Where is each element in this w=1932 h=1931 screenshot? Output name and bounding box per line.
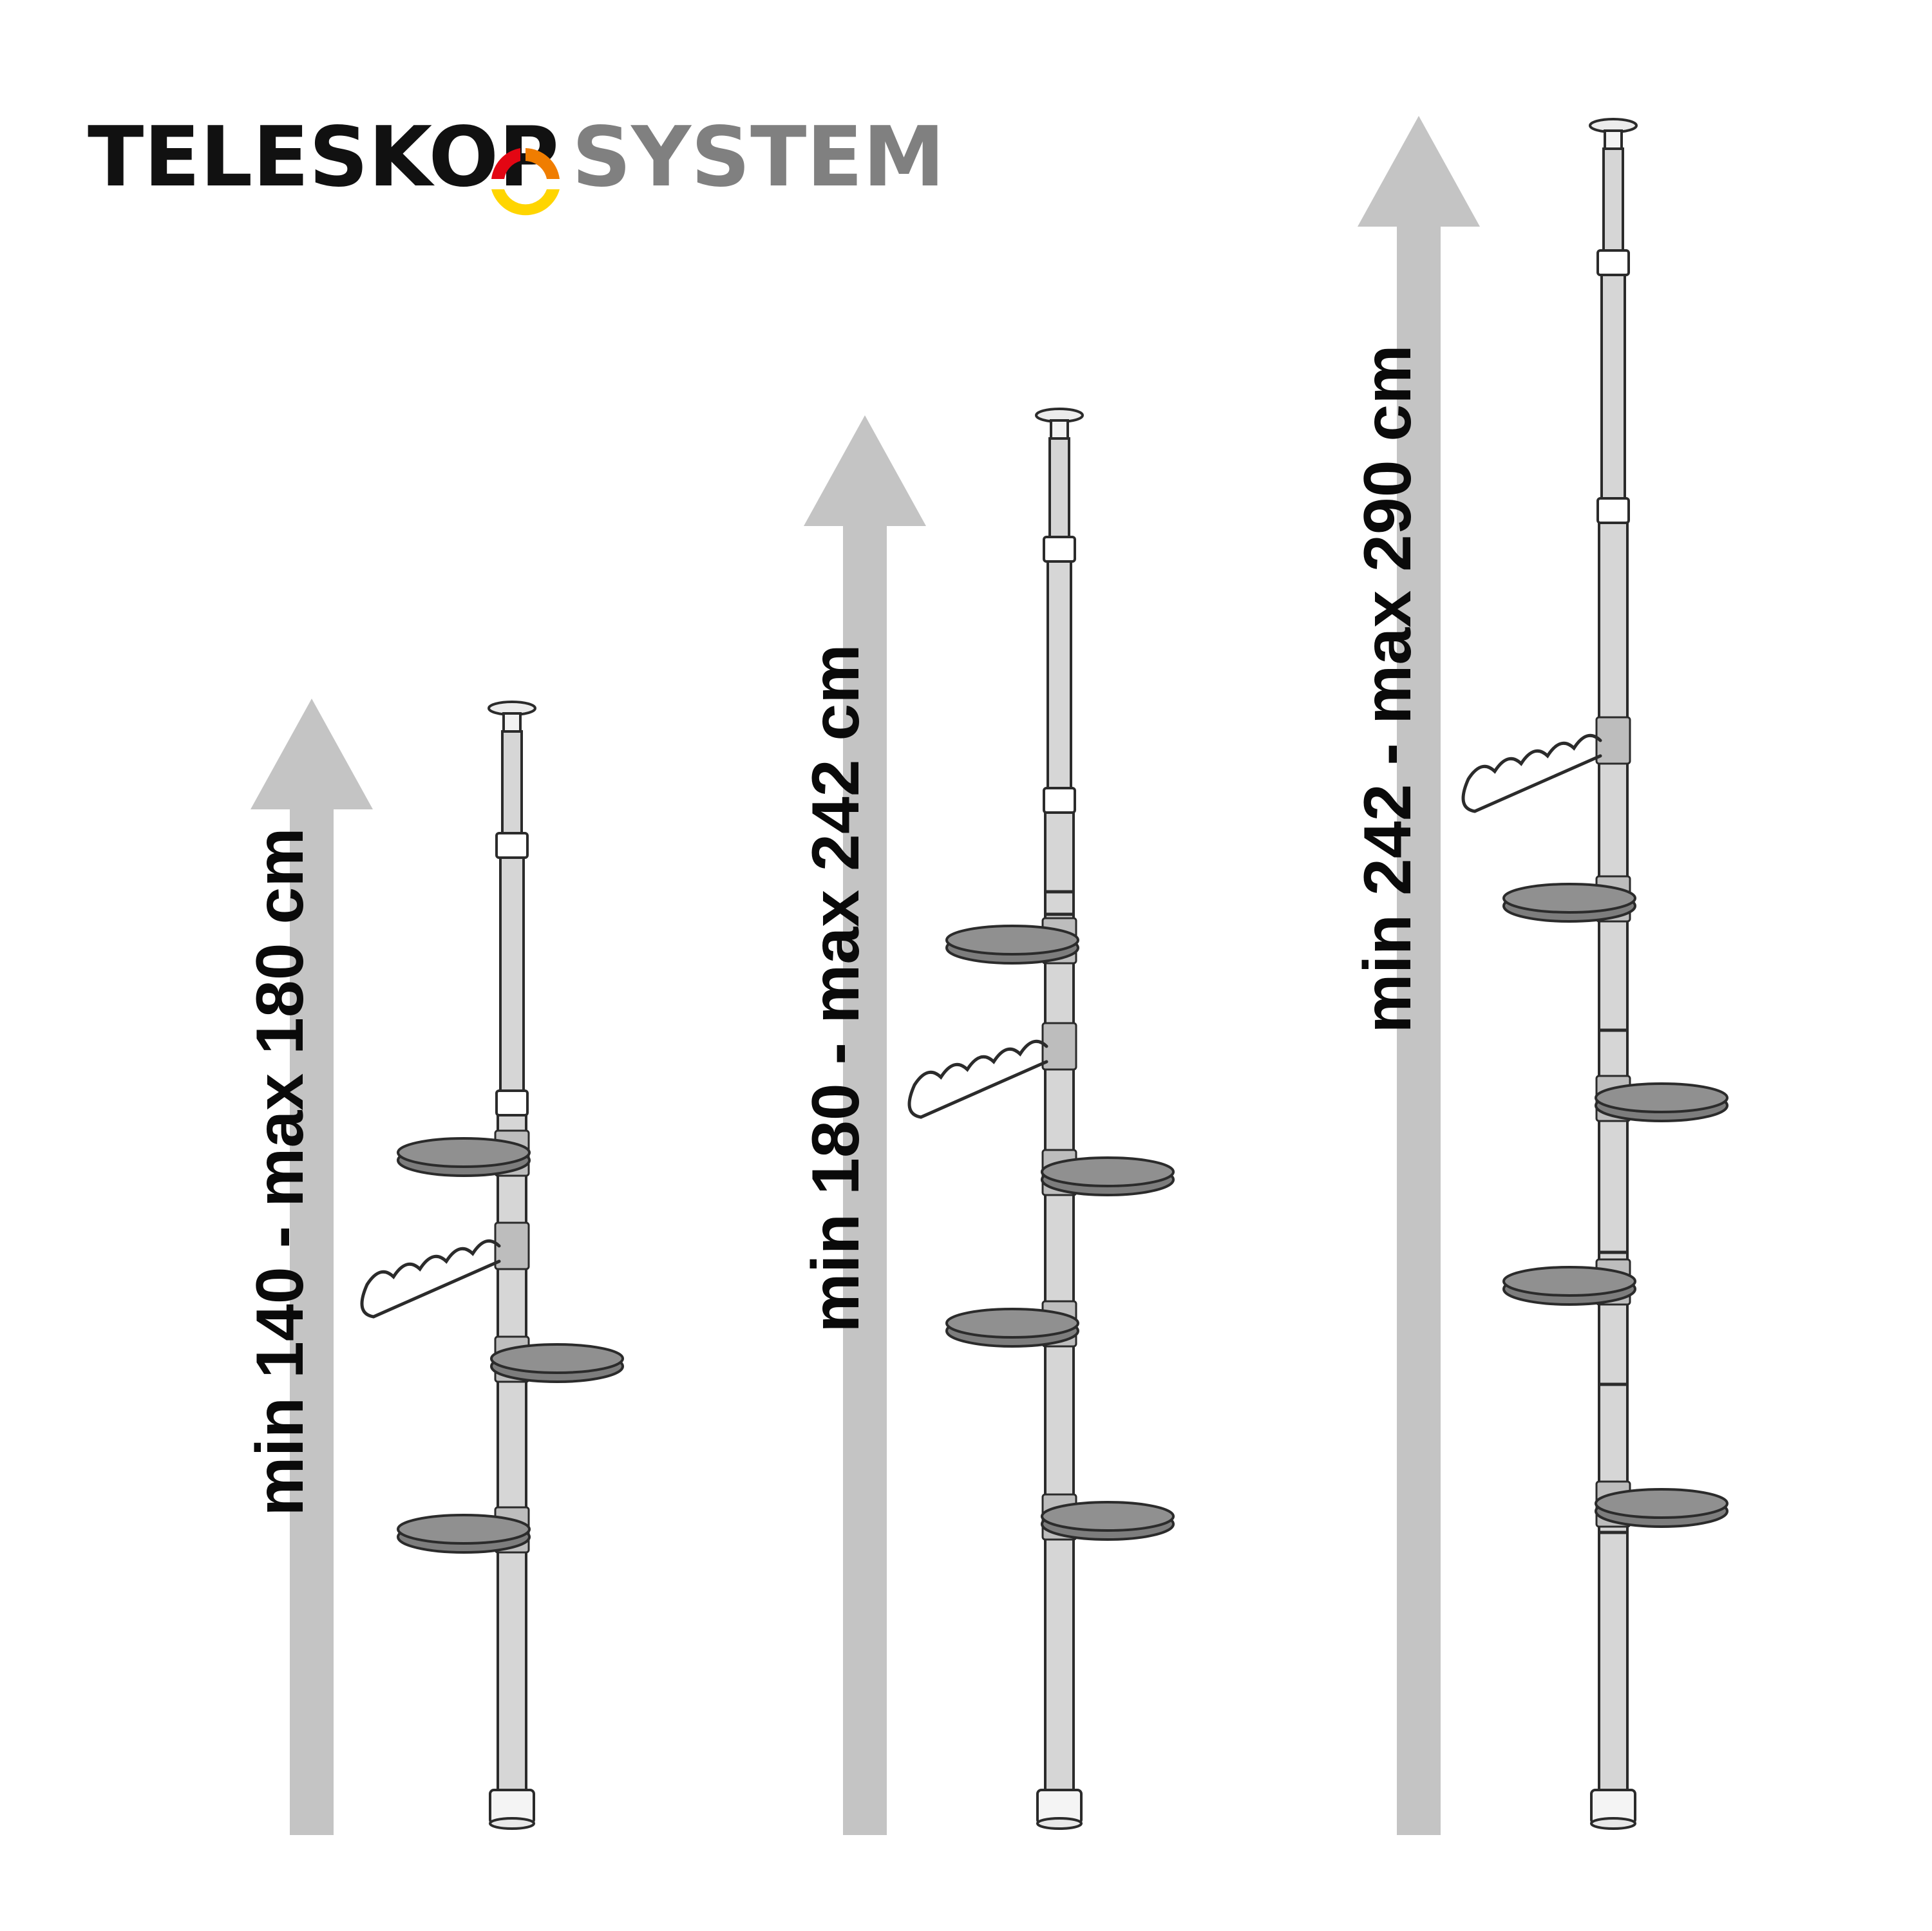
pole-section-middle bbox=[1046, 540, 1072, 793]
hanger-clamp bbox=[494, 1221, 530, 1270]
logo: TELESKOP SYSTEM bbox=[88, 103, 945, 245]
pole-unit-2: min 180 - max 242 cm bbox=[799, 408, 1175, 1835]
hanger-arm bbox=[907, 1039, 1048, 1119]
ceiling-connector bbox=[1050, 419, 1069, 440]
height-arrow bbox=[1358, 116, 1480, 1835]
height-arrow bbox=[251, 699, 373, 1835]
ceiling-connector bbox=[502, 712, 522, 733]
pole-unit-1: min 140 - max 180 cm bbox=[243, 699, 624, 1835]
shelf-platform bbox=[1502, 883, 1636, 914]
shelf-platform bbox=[1595, 1082, 1728, 1113]
joint-sleeve bbox=[1043, 536, 1076, 563]
joint-sleeve bbox=[495, 832, 529, 859]
pole-unit-3: min 242 - max 290 cm bbox=[1350, 116, 1728, 1835]
hanger-arm bbox=[1461, 733, 1602, 813]
pole-section-top bbox=[501, 730, 523, 838]
joint-sleeve bbox=[1596, 249, 1630, 276]
shelf-platform bbox=[490, 1343, 624, 1374]
joint-sleeve bbox=[1596, 497, 1630, 524]
ceiling-connector bbox=[1604, 129, 1623, 150]
height-range-label: min 140 - max 180 cm bbox=[243, 827, 317, 1516]
shelf-platform bbox=[1041, 1156, 1175, 1187]
height-arrow bbox=[804, 415, 926, 1835]
height-range-label: min 242 - max 290 cm bbox=[1350, 344, 1425, 1033]
logo-ring-icon bbox=[491, 148, 560, 216]
pole-section-bottom bbox=[1598, 501, 1629, 1791]
shelf-platform bbox=[397, 1137, 531, 1168]
hanger-arm bbox=[360, 1239, 501, 1319]
joint-sleeve bbox=[1043, 787, 1076, 814]
logo-word-teleskop: TELESKOP bbox=[88, 109, 559, 205]
floor-foot-base bbox=[1590, 1817, 1636, 1830]
logo-word-system: SYSTEM bbox=[572, 109, 945, 205]
hanger-clamp bbox=[1595, 716, 1631, 765]
shelf-platform bbox=[1595, 1488, 1728, 1519]
shelf-platform bbox=[1041, 1501, 1175, 1532]
joint-sleeve bbox=[495, 1089, 529, 1116]
shelf-platform bbox=[1502, 1266, 1636, 1297]
shelf-platform bbox=[945, 925, 1079, 956]
pole-section-middle bbox=[1600, 253, 1626, 504]
shelf-platform bbox=[397, 1514, 531, 1545]
floor-foot-base bbox=[1036, 1817, 1083, 1830]
pole-section-middle bbox=[499, 836, 525, 1096]
pole-section-top bbox=[1602, 147, 1624, 256]
pole-section-bottom bbox=[497, 1093, 527, 1791]
pole-section-top bbox=[1048, 437, 1070, 542]
hanger-clamp bbox=[1041, 1022, 1077, 1071]
height-range-label: min 180 - max 242 cm bbox=[799, 644, 873, 1333]
floor-foot-base bbox=[489, 1817, 535, 1830]
shelf-platform bbox=[945, 1308, 1079, 1339]
